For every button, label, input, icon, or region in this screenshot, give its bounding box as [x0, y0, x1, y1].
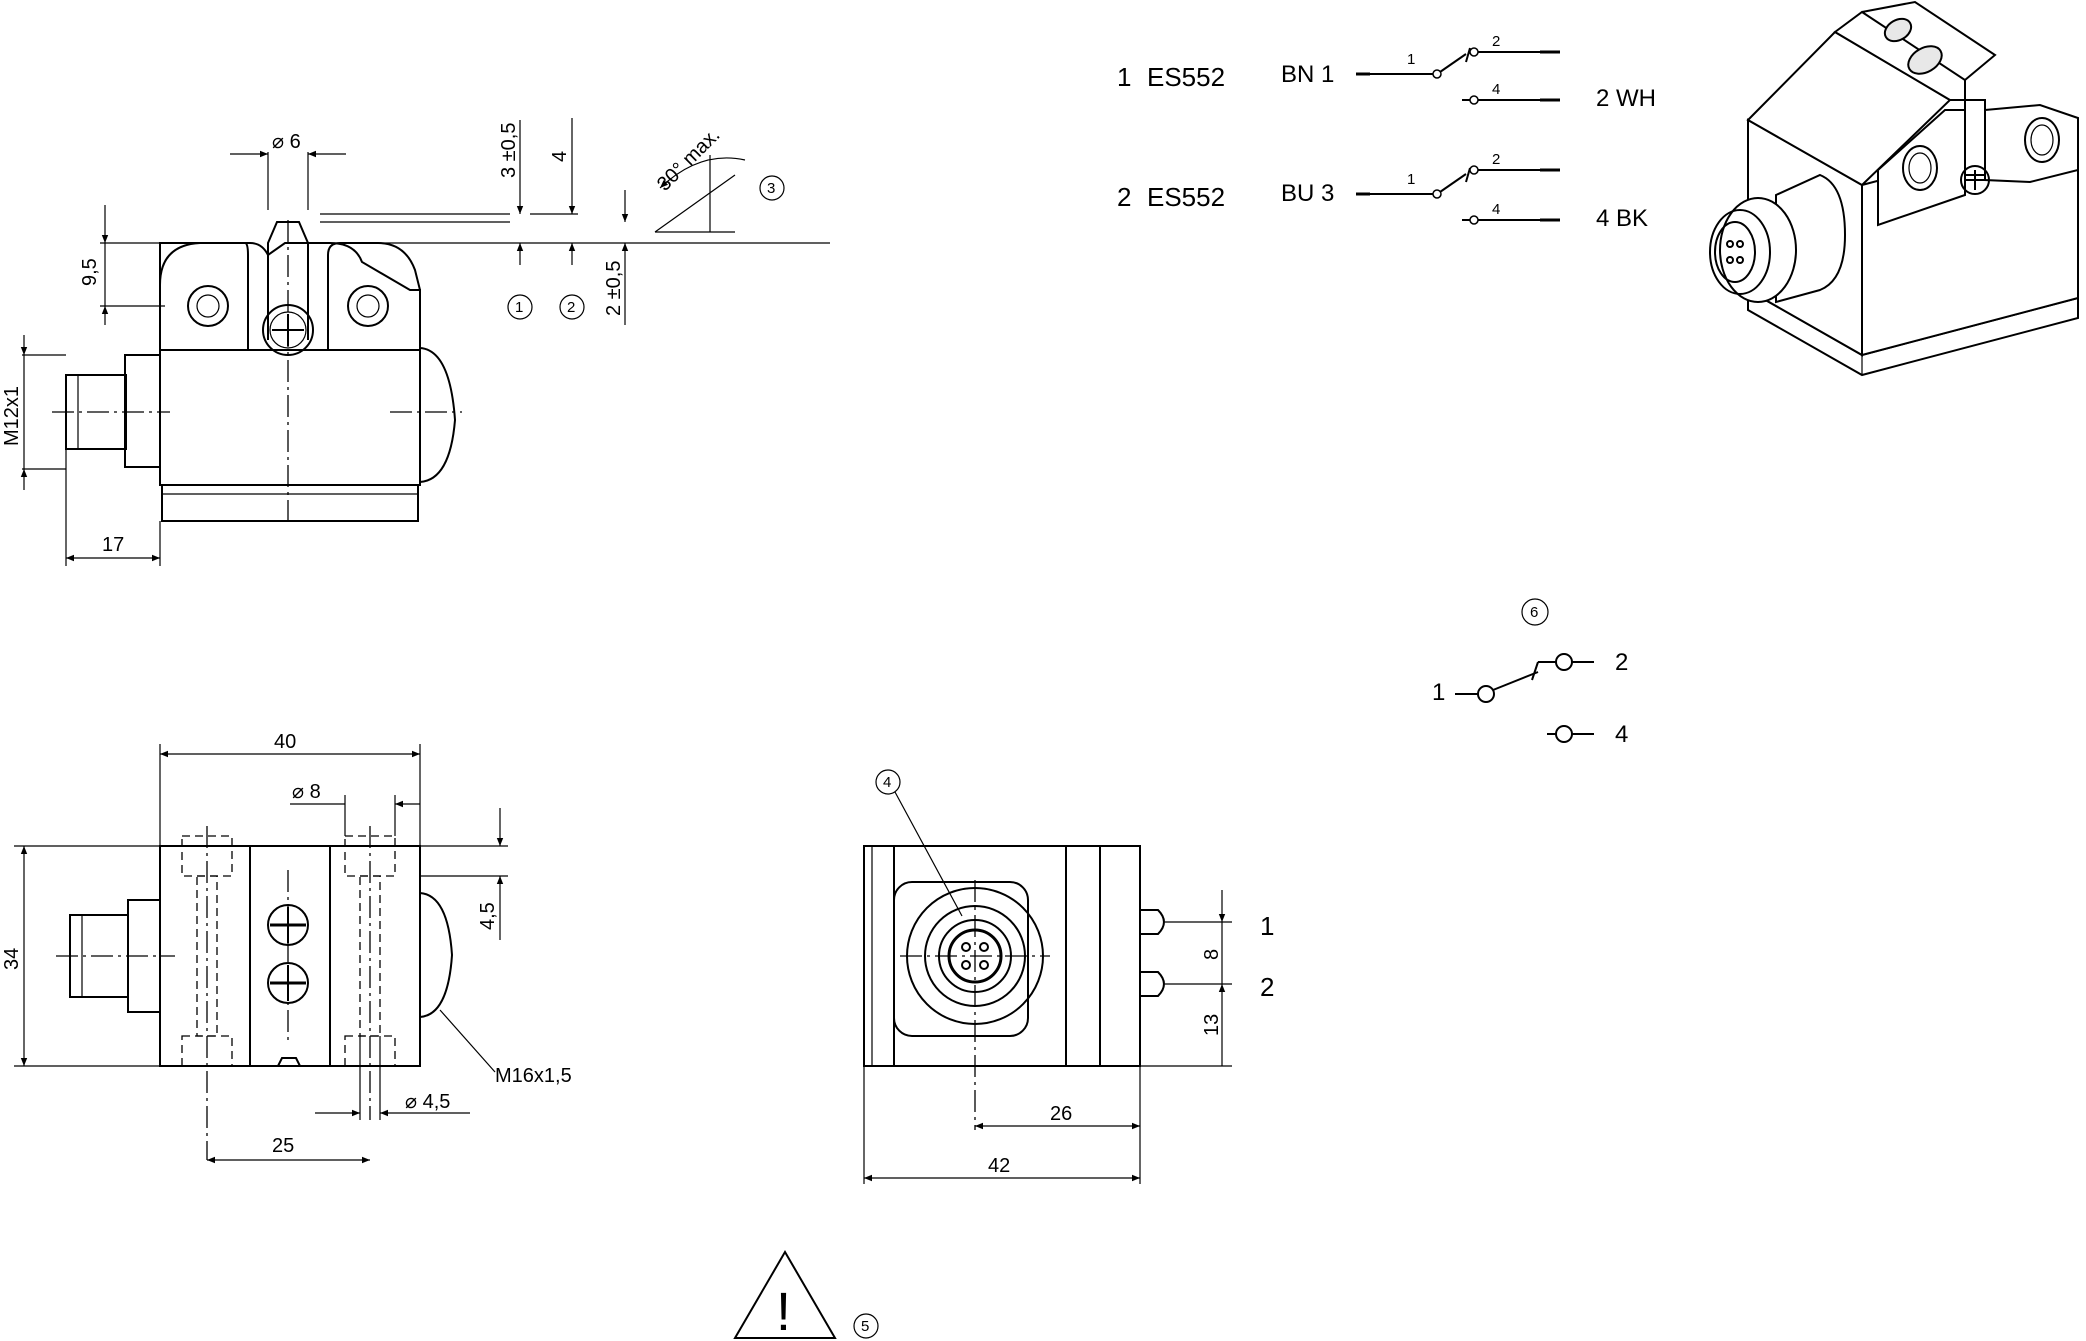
switch-1-output: 2 WH	[1596, 85, 1656, 112]
warning-exclamation: !	[776, 1282, 791, 1341]
callout-3: 3	[767, 180, 775, 197]
contact-pin-common: 1	[1432, 679, 1445, 706]
iso-head	[1833, 10, 1966, 101]
iso-connector	[1719, 197, 1797, 303]
switch-2-pin-nc: 2	[1492, 151, 1500, 168]
switch-2-pin-no: 4	[1492, 201, 1500, 218]
plunger-label-1: 1	[1260, 911, 1274, 941]
iso-plunger-1	[1883, 17, 1913, 43]
dim-hole-8: ⌀ 8	[292, 781, 321, 803]
callout-5: 5	[861, 1318, 869, 1335]
switch-1-id: 1	[1117, 62, 1131, 92]
warning-symbol: ! 5	[733, 1250, 879, 1341]
side-right-cap	[419, 347, 457, 483]
angle-30-max: 30° max.	[653, 124, 725, 196]
side-connector-nut	[124, 354, 161, 468]
callout-4: 4	[883, 774, 891, 791]
iso-screw	[1960, 165, 1990, 195]
switch-2-input: BU 3	[1281, 180, 1334, 207]
warning-icon	[733, 1250, 837, 1339]
front-view: 4 8 13 1 2 26 42	[863, 769, 1274, 1184]
contact-pin-no: 4	[1615, 721, 1628, 748]
dim-ref-2: 2 ±0,5	[603, 261, 625, 316]
dim-height-9-5: 9,5	[79, 258, 101, 286]
front-plunger-2	[1140, 971, 1165, 997]
dim-hole-4-5: ⌀ 4,5	[405, 1091, 450, 1113]
side-body	[159, 349, 421, 486]
callout-6: 6	[1530, 604, 1538, 621]
thread-m16: M16x1,5	[495, 1065, 572, 1087]
callout-1: 1	[515, 299, 523, 316]
isometric-view	[1709, 0, 2079, 377]
callout-2: 2	[567, 299, 575, 316]
switch-1-model: ES552	[1147, 62, 1225, 92]
dim-26: 26	[1050, 1103, 1072, 1125]
side-upper-left	[159, 242, 249, 350]
switch-2-output: 4 BK	[1596, 205, 1648, 232]
switch-1-pin-nc: 2	[1492, 33, 1500, 50]
side-view: ⌀ 6 9,5 M12x1 17 3 ±0,5 4 2 ±0,5	[1, 118, 830, 566]
switch-1-pin-no: 4	[1492, 81, 1500, 98]
dim-offset-4-5: 4,5	[477, 902, 499, 930]
dim-height-34: 34	[1, 948, 23, 970]
dim-8: 8	[1201, 949, 1223, 960]
dim-thread-m12: M12x1	[1, 386, 23, 446]
iso-plunger-2	[1907, 45, 1943, 75]
plunger-label-2: 2	[1260, 972, 1274, 1002]
dim-42: 42	[988, 1155, 1010, 1177]
switch-1-pin-common: 1	[1407, 51, 1415, 68]
contact-symbol: 6 1 2 4	[1432, 598, 1628, 748]
dim-overtravel: 4	[549, 151, 571, 162]
iso-mount-hole-1	[1902, 145, 1938, 191]
side-housing	[159, 242, 421, 486]
wiring-diagram: 1 ES552 BN 1 1 2 4 2 WH 2 ES552 BU 3	[1117, 33, 1656, 232]
side-hole-right	[347, 285, 389, 327]
side-base-plate	[161, 484, 419, 522]
dim-13: 13	[1201, 1014, 1223, 1036]
switch-1-input: BN 1	[1281, 61, 1334, 88]
dim-width-40: 40	[274, 731, 296, 753]
switch-2-id: 2	[1117, 182, 1131, 212]
dim-spacing-25: 25	[272, 1135, 294, 1157]
dim-connector-17: 17	[102, 534, 124, 556]
dim-pretravel: 3 ±0,5	[498, 123, 520, 178]
top-right-cap	[419, 892, 454, 1018]
contact-pin-nc: 2	[1615, 649, 1628, 676]
dim-bore-6: ⌀ 6	[272, 131, 301, 153]
side-hole-left	[187, 285, 229, 327]
front-base-plate	[863, 845, 895, 1067]
iso-mount-hole-2	[2024, 117, 2060, 163]
switch-2-model: ES552	[1147, 182, 1225, 212]
top-housing	[159, 845, 421, 1067]
front-plunger-1	[1140, 909, 1165, 935]
switch-2-pin-common: 1	[1407, 171, 1415, 188]
top-view: 40 ⌀ 8 34 4,5 ⌀ 4,5 25 M16x1,5	[1, 731, 572, 1164]
